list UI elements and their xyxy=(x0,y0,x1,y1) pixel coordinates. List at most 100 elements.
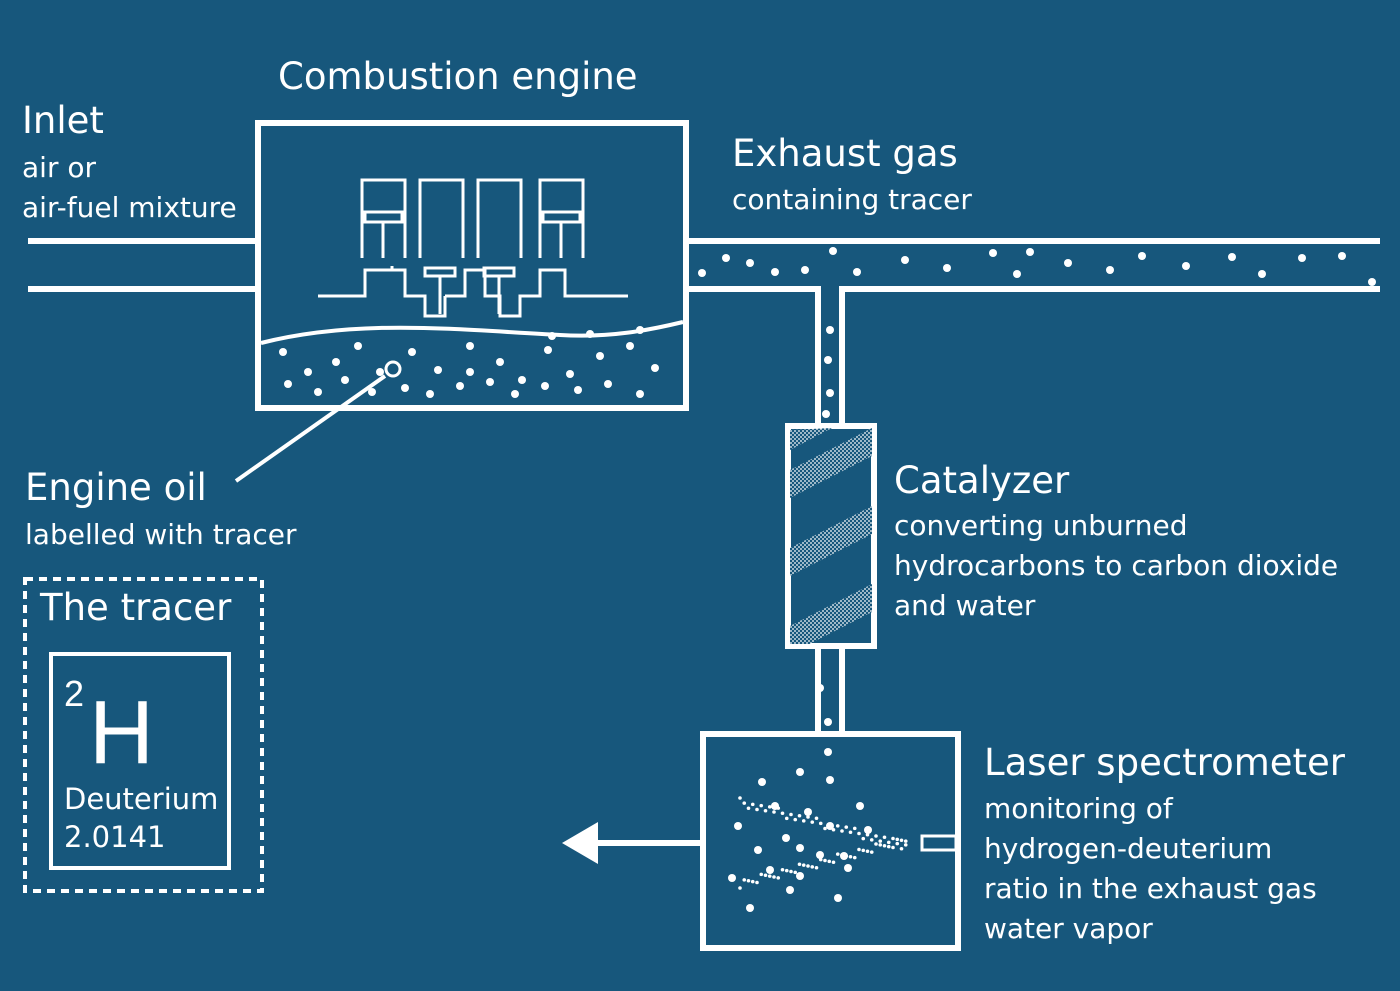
tracer-particle xyxy=(857,831,861,836)
tracer-particle xyxy=(826,389,834,397)
spectrometer-desc-4: water vapor xyxy=(984,912,1153,945)
tracer-particle xyxy=(810,820,815,824)
element-mass-number: 2 xyxy=(64,673,85,714)
tracer-particle xyxy=(824,718,832,726)
tracer-particle xyxy=(772,810,776,814)
tracer-particle xyxy=(824,356,832,364)
tracer-particle xyxy=(816,851,824,859)
element-mass: 2.0141 xyxy=(64,820,166,854)
tracer-particle xyxy=(738,886,742,890)
tracer-particle xyxy=(767,874,772,878)
tracer-particle xyxy=(886,840,891,845)
tracer-particle xyxy=(806,815,810,819)
tracer-particle xyxy=(1338,252,1346,260)
tracer-particle xyxy=(1064,259,1072,267)
oil-title: Engine oil xyxy=(25,466,207,509)
tracer-particle xyxy=(895,837,900,842)
tracer-particle xyxy=(596,352,604,360)
spectrometer-desc-1: monitoring of xyxy=(984,792,1173,825)
tracer-particle xyxy=(746,904,754,912)
tracer-particle xyxy=(368,388,376,396)
tracer-particle xyxy=(332,358,340,366)
tracer-particle xyxy=(763,873,768,878)
tracer-particle xyxy=(784,868,789,873)
tracer-particle xyxy=(750,879,755,884)
tracer-particle xyxy=(426,390,434,398)
tracer-particle xyxy=(789,869,793,874)
tracer-particle xyxy=(793,870,798,875)
element-tile xyxy=(49,652,231,870)
catalyzer-desc-2: hydrocarbons to carbon dioxide xyxy=(894,549,1339,582)
tracer-particle xyxy=(566,370,574,378)
tracer-particle xyxy=(776,806,781,810)
exhaust-pipe-bottom-left xyxy=(686,286,821,428)
tracer-particle xyxy=(586,330,594,338)
tracer-particle xyxy=(604,380,612,388)
tracer-particle xyxy=(861,836,866,841)
tracer-particle xyxy=(486,378,494,386)
tracer-particle xyxy=(544,346,552,354)
catalyzer-box xyxy=(785,423,877,649)
tracer-particle xyxy=(844,854,849,858)
tracer-particle xyxy=(408,348,416,356)
tracer-particle xyxy=(738,796,742,800)
tracer-particle xyxy=(742,801,747,805)
tracer-particle xyxy=(865,849,870,854)
tracer-particle xyxy=(1258,270,1266,278)
tracer-particle xyxy=(943,264,951,272)
tracer-particle xyxy=(755,807,759,812)
tracer-particle xyxy=(861,848,866,853)
oil-desc: labelled with tracer xyxy=(25,518,297,551)
tracer-particle xyxy=(814,816,819,821)
tracer-particle xyxy=(869,838,874,842)
tracer-particle xyxy=(886,844,891,849)
tracer-particle xyxy=(722,254,730,262)
tracer-particle xyxy=(496,358,504,366)
tracer-particle xyxy=(789,812,793,817)
exhaust-pipe-bottom-right xyxy=(839,286,1380,428)
element-symbol: H xyxy=(89,683,154,783)
tracer-particle xyxy=(776,876,781,880)
tracer-particle xyxy=(857,847,861,852)
tracer-particle xyxy=(767,805,772,809)
tracer-particle xyxy=(826,776,834,784)
catalyzer-desc-1: converting unburned xyxy=(894,509,1188,542)
element-name: Deuterium xyxy=(64,782,219,816)
tracer-particle xyxy=(636,326,644,334)
tracer-particle xyxy=(758,778,766,786)
spectrometer-title: Laser spectrometer xyxy=(984,741,1346,784)
tracer-particle xyxy=(1182,262,1190,270)
tracer-particle xyxy=(848,830,853,835)
tracer-particle xyxy=(827,859,832,864)
tracer-particle xyxy=(755,880,759,885)
tracer-particle xyxy=(728,874,736,882)
tracer-particle xyxy=(831,860,836,865)
oil-surface xyxy=(260,320,684,345)
tracer-particle xyxy=(456,382,464,390)
tracer-particle xyxy=(754,846,762,854)
spectrometer-box xyxy=(700,731,961,951)
tracer-particle xyxy=(780,811,785,816)
tracer-particle xyxy=(466,342,474,350)
oil-leader-line xyxy=(234,374,387,483)
tracer-particle xyxy=(574,386,582,394)
tracer-particle xyxy=(636,390,644,398)
tracer-particle xyxy=(1368,278,1376,286)
tracer-particle xyxy=(1228,253,1236,261)
tracer-particle xyxy=(903,843,908,847)
tracer-particle xyxy=(816,684,824,692)
exhaust-desc: containing tracer xyxy=(732,183,972,216)
tracer-particle xyxy=(742,878,747,882)
laser-nozzle xyxy=(920,834,958,852)
tracer-particle xyxy=(882,835,887,840)
tracer-particle xyxy=(1106,266,1114,274)
tracer-particle xyxy=(772,875,776,879)
tracer-particle xyxy=(376,368,384,376)
tracer-particle xyxy=(314,388,322,396)
tracer-particle xyxy=(834,894,842,902)
tracer-particle xyxy=(818,857,823,862)
tracer-particle xyxy=(874,842,878,846)
tracer-particle xyxy=(818,821,823,826)
tracer-particle xyxy=(874,834,878,838)
tracer-particle xyxy=(848,854,853,859)
